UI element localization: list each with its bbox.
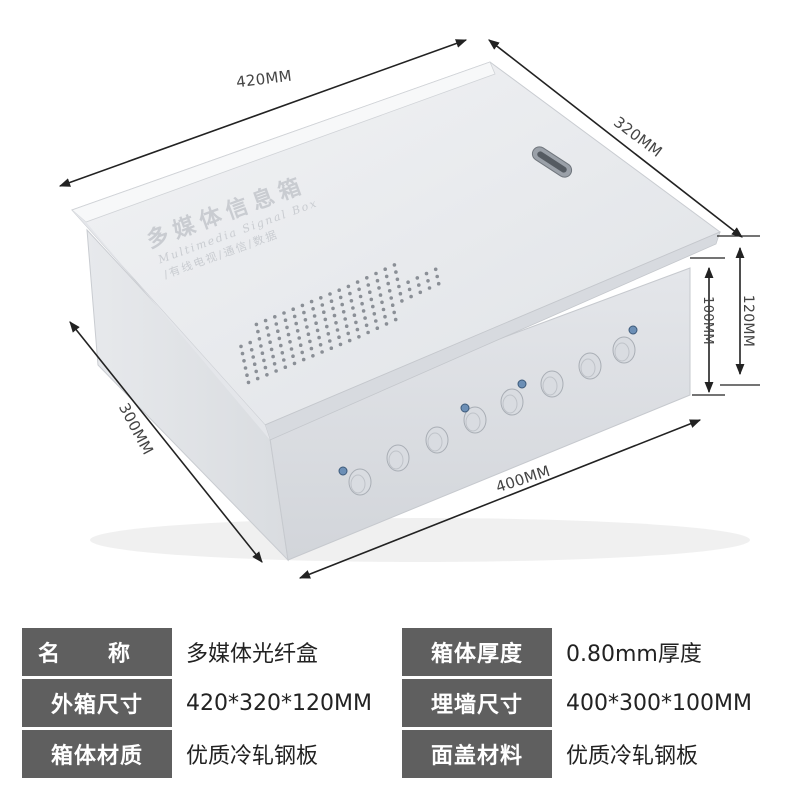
spec-row: 名称 多媒体光纤盒 箱体厚度 0.80mm厚度 [22,628,784,678]
dim-label-inner-height: 100MM [699,296,715,345]
spec-value-name: 多媒体光纤盒 [172,628,402,678]
spec-label-box-material: 箱体材质 [22,727,172,778]
dim-line-top-depth [488,39,743,238]
product-photo: 多媒体信息箱 Multimedia Signal Box /有线电视/通信/数据 [58,39,760,579]
spec-label-thickness: 箱体厚度 [402,628,552,678]
spec-value-thickness: 0.80mm厚度 [552,628,784,678]
spec-table: 名称 多媒体光纤盒 箱体厚度 0.80mm厚度 外箱尺寸 420*320*120… [22,628,784,778]
spec-label-embed-size: 埋墙尺寸 [402,676,552,729]
dim-line-bottom-width [298,419,702,579]
spec-row: 箱体材质 优质冷轧钢板 面盖材料 优质冷轧钢板 [22,727,784,778]
spec-label-name: 名称 [22,628,172,678]
spec-label-cover-material: 面盖材料 [402,727,552,778]
spec-row: 外箱尺寸 420*320*120MM 埋墙尺寸 400*300*100MM [22,676,784,729]
spec-value-cover-material: 优质冷轧钢板 [552,727,784,778]
lid-front-lip [264,231,721,441]
spec-label-outer-size: 外箱尺寸 [22,676,172,729]
spec-value-embed-size: 400*300*100MM [552,676,784,729]
dim-line-top-width [58,39,468,187]
box-shadow [90,518,750,562]
spec-value-outer-size: 420*320*120MM [172,676,402,729]
distribution-box-illustration: 多媒体信息箱 Multimedia Signal Box /有线电视/通信/数据 [58,39,760,579]
dim-line-bottom-depth [69,321,263,563]
spec-value-box-material: 优质冷轧钢板 [172,727,402,778]
dim-label-outer-height: 120MM [740,294,757,348]
